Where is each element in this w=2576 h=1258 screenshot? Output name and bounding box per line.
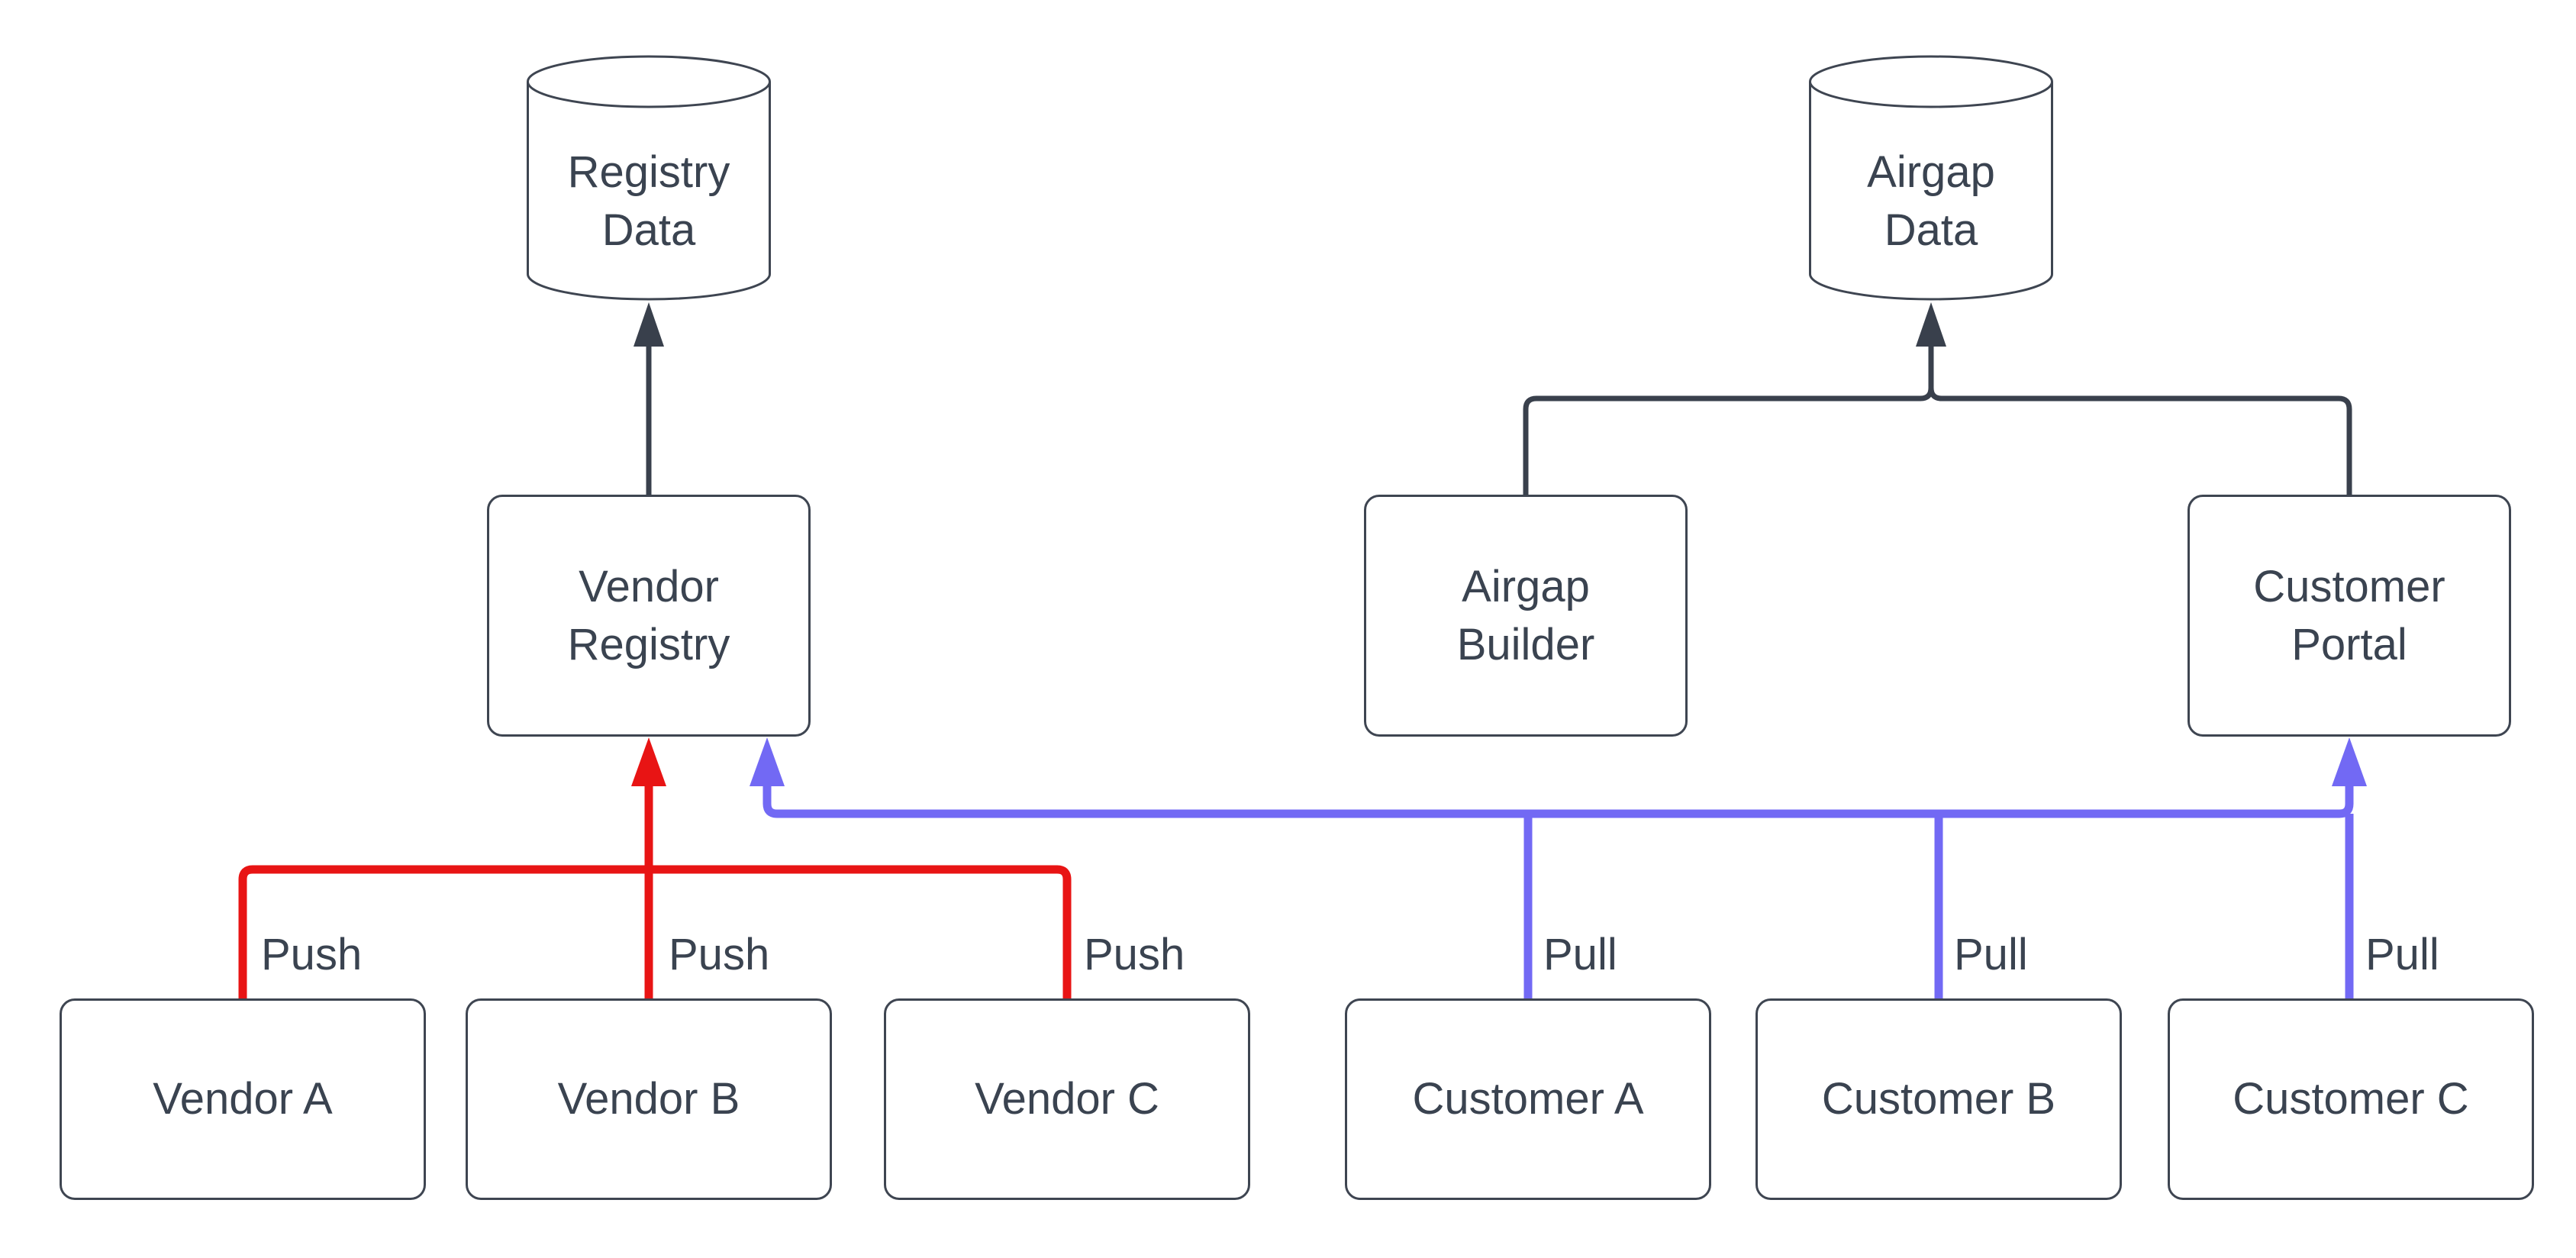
vendor-registry-line1: Vendor	[579, 562, 719, 612]
node-customer-c: Customer C	[2168, 998, 2534, 1200]
cylinder-registry-data: Registry Data	[527, 55, 771, 305]
customer-c-label: Customer C	[2233, 1074, 2469, 1124]
airgap-builder-line2: Builder	[1456, 619, 1595, 669]
node-vendor-b: Vendor B	[466, 998, 832, 1200]
edge-label-push-vendor-a: Push	[258, 931, 366, 979]
flow-builder-portal-to-airgap-data	[1523, 302, 2352, 495]
node-customer-portal: Customer Portal	[2188, 495, 2511, 737]
node-customer-a: Customer A	[1345, 998, 1711, 1200]
customer-portal-line1: Customer	[2253, 562, 2445, 612]
vendor-registry-line2: Registry	[567, 619, 730, 669]
customer-b-label: Customer B	[1821, 1074, 2056, 1124]
customer-portal-line2: Portal	[2291, 619, 2407, 669]
pull-arrowhead-right	[2332, 737, 2367, 786]
edge-label-pull-customer-a: Pull	[1540, 931, 1620, 979]
pull-edges	[750, 737, 2367, 998]
push-arrowhead	[631, 737, 666, 786]
airgap-data-line2: Data	[1884, 205, 1978, 255]
flow-vendor-registry-to-registry-data	[634, 302, 664, 495]
cylinder-shape	[527, 55, 771, 301]
node-vendor-registry: Vendor Registry	[487, 495, 811, 737]
edge-label-pull-customer-b: Pull	[1951, 931, 2031, 979]
vendor-a-label: Vendor A	[153, 1074, 333, 1124]
registry-data-line1: Registry	[567, 147, 730, 198]
node-vendor-a: Vendor A	[60, 998, 426, 1200]
airgap-data-label: Airgap Data	[1809, 55, 2053, 305]
airgap-builder-line1: Airgap	[1462, 562, 1590, 612]
vendor-b-label: Vendor B	[557, 1074, 740, 1124]
customer-a-label: Customer A	[1412, 1074, 1644, 1124]
vendor-c-label: Vendor C	[975, 1074, 1159, 1124]
node-vendor-c: Vendor C	[884, 998, 1250, 1200]
cylinder-airgap-data: Airgap Data	[1809, 55, 2053, 305]
registry-data-line2: Data	[601, 205, 696, 255]
cylinder-shape	[1809, 55, 2053, 301]
edge-label-push-vendor-c: Push	[1081, 931, 1188, 979]
airgap-data-line1: Airgap	[1867, 147, 1995, 198]
node-airgap-builder: Airgap Builder	[1364, 495, 1688, 737]
edge-label-push-vendor-b: Push	[666, 931, 773, 979]
pull-arrowhead-left	[750, 737, 785, 786]
registry-data-label: Registry Data	[527, 55, 771, 305]
push-edges	[238, 737, 1072, 998]
edge-label-pull-customer-c: Pull	[2362, 931, 2442, 979]
node-customer-b: Customer B	[1755, 998, 2122, 1200]
